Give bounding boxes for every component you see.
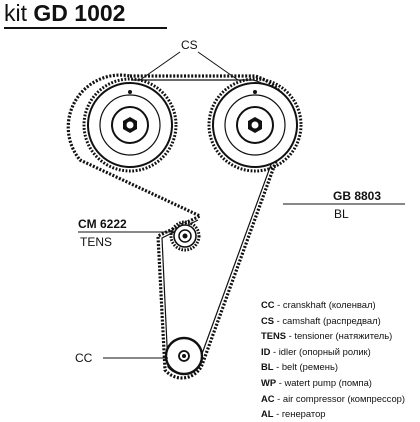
legend-row-tens: TENS - tensioner (натяжитель) [261, 330, 393, 342]
legend-row-wp: WP - watert pump (помпа) [261, 376, 372, 388]
tensioner-callout: CM 6222 TENS [78, 217, 175, 249]
cc-callout: CC [75, 351, 168, 365]
legend-row-cc: CC - cranskhaft (коленвал) [261, 299, 376, 310]
legend: CC - cranskhaft (коленвал) CS - camshaft… [261, 297, 419, 422]
camshaft-pulley-left [82, 77, 178, 173]
legend-row-bl: BL - belt (ремень) [261, 361, 338, 373]
cc-label: CC [75, 351, 93, 365]
title-underline [4, 27, 167, 29]
crankshaft-pulley [164, 336, 204, 376]
legend-row-id: ID - idler (опорный ролик) [261, 345, 371, 357]
crank-pulley-icon [178, 350, 190, 362]
tensioner-roller [169, 220, 201, 252]
cs-callout: CS [139, 38, 239, 81]
belt-code-label: GB 8803 [333, 189, 381, 203]
legend-row-al: AL - генератор [261, 408, 326, 420]
kit-prefix: kit [4, 0, 27, 26]
camshaft-pulley-right [207, 77, 303, 173]
kit-title: kit GD 1002 [4, 0, 125, 26]
kit-code: GD 1002 [33, 0, 126, 26]
tensioner-tag-label: TENS [80, 235, 112, 249]
tensioner-code-label: CM 6222 [78, 217, 127, 231]
cs-label: CS [181, 38, 198, 52]
tensioner-roller-icon [178, 229, 192, 243]
legend-row-ac: AC - air compressor (компрессор) [261, 392, 406, 404]
legend-row-cs: CS - camshaft (распредвал) [261, 314, 381, 326]
belt-callout: GB 8803 BL [283, 189, 405, 221]
belt-tag-label: BL [334, 207, 349, 221]
